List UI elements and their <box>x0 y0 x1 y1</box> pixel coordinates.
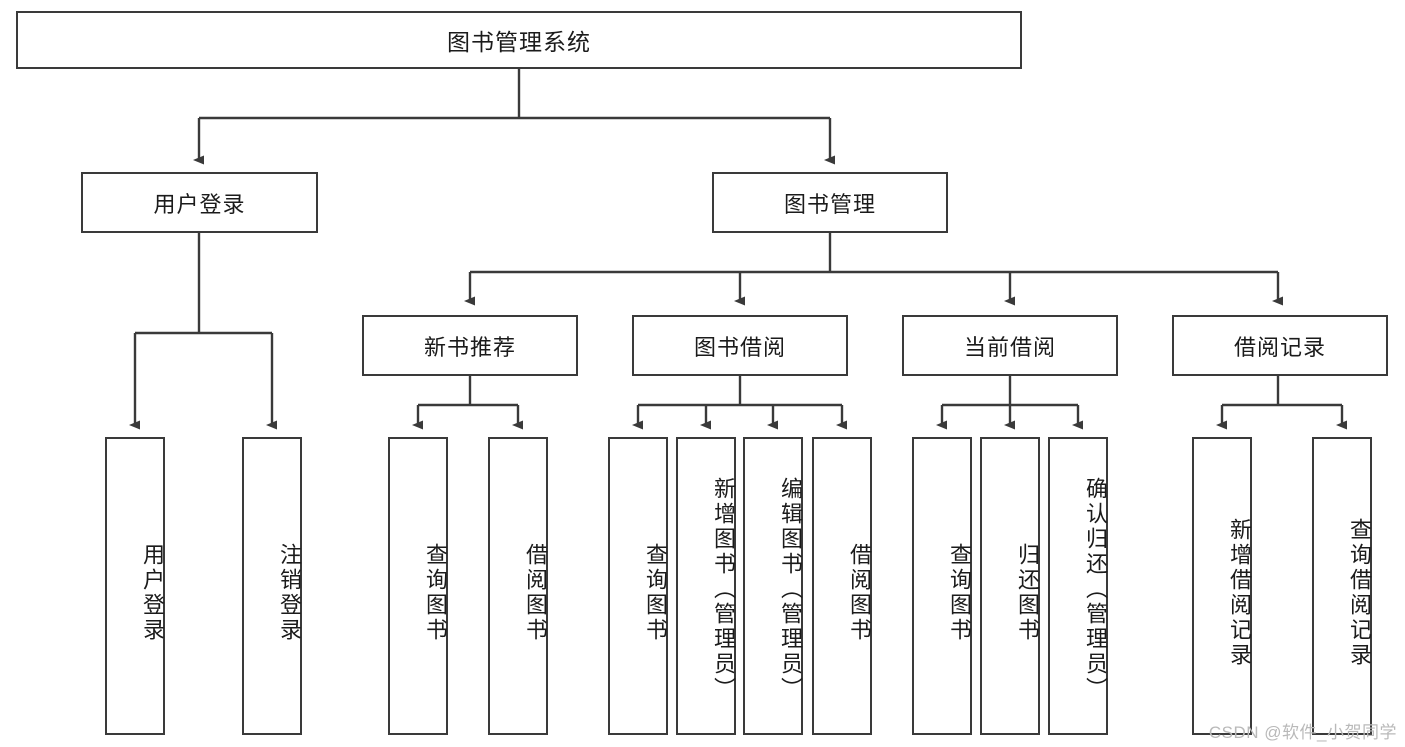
leaf-record-query-record[interactable]: 查询借阅记录 <box>1312 437 1372 735</box>
leaf-borrow-query-book-label: 查询图书 <box>643 543 668 643</box>
leaf-current-return-book-label: 归还图书 <box>1015 543 1040 643</box>
leaf-newbook-borrow-book[interactable]: 借阅图书 <box>488 437 548 735</box>
watermark: CSDN @软件_小贺同学 <box>1208 723 1397 742</box>
node-root[interactable]: 图书管理系统 <box>16 11 1022 69</box>
leaf-user-login-label: 用户登录 <box>140 543 165 643</box>
node-borrow-record-label: 借阅记录 <box>1233 334 1326 360</box>
node-new-book-recommend-label: 新书推荐 <box>423 334 516 360</box>
leaf-logout-label: 注销登录 <box>277 543 302 643</box>
leaf-current-confirm-return[interactable]: 确认归还（管理员） <box>1048 437 1108 735</box>
leaf-borrow-edit-book-label: 编辑图书（管理员） <box>778 476 803 702</box>
leaf-borrow-add-book-label: 新增图书（管理员） <box>711 476 736 702</box>
leaf-logout[interactable]: 注销登录 <box>242 437 302 735</box>
leaf-newbook-borrow-book-label: 借阅图书 <box>523 543 548 643</box>
node-book-borrow-label: 图书借阅 <box>693 334 786 360</box>
node-book-management-label: 图书管理 <box>783 191 876 217</box>
node-book-borrow[interactable]: 图书借阅 <box>632 315 848 376</box>
node-user-login[interactable]: 用户登录 <box>81 172 318 233</box>
leaf-borrow-borrow-book[interactable]: 借阅图书 <box>812 437 872 735</box>
node-book-management[interactable]: 图书管理 <box>712 172 948 233</box>
leaf-newbook-query-book-label: 查询图书 <box>423 543 448 643</box>
node-user-login-label: 用户登录 <box>153 191 246 217</box>
leaf-borrow-borrow-book-label: 借阅图书 <box>847 543 872 643</box>
leaf-current-query-book-label: 查询图书 <box>947 543 972 643</box>
leaf-current-return-book[interactable]: 归还图书 <box>980 437 1040 735</box>
leaf-borrow-query-book[interactable]: 查询图书 <box>608 437 668 735</box>
leaf-newbook-query-book[interactable]: 查询图书 <box>388 437 448 735</box>
leaf-current-confirm-return-label: 确认归还（管理员） <box>1083 476 1108 702</box>
leaf-current-query-book[interactable]: 查询图书 <box>912 437 972 735</box>
leaf-record-add-record-label: 新增借阅记录 <box>1227 518 1252 668</box>
node-current-borrow-label: 当前借阅 <box>963 334 1056 360</box>
leaf-record-query-record-label: 查询借阅记录 <box>1347 518 1372 668</box>
leaf-borrow-edit-book[interactable]: 编辑图书（管理员） <box>743 437 803 735</box>
node-root-label: 图书管理系统 <box>447 29 591 55</box>
leaf-borrow-add-book[interactable]: 新增图书（管理员） <box>676 437 736 735</box>
node-new-book-recommend[interactable]: 新书推荐 <box>362 315 578 376</box>
node-current-borrow[interactable]: 当前借阅 <box>902 315 1118 376</box>
leaf-record-add-record[interactable]: 新增借阅记录 <box>1192 437 1252 735</box>
node-borrow-record[interactable]: 借阅记录 <box>1172 315 1388 376</box>
leaf-user-login[interactable]: 用户登录 <box>105 437 165 735</box>
